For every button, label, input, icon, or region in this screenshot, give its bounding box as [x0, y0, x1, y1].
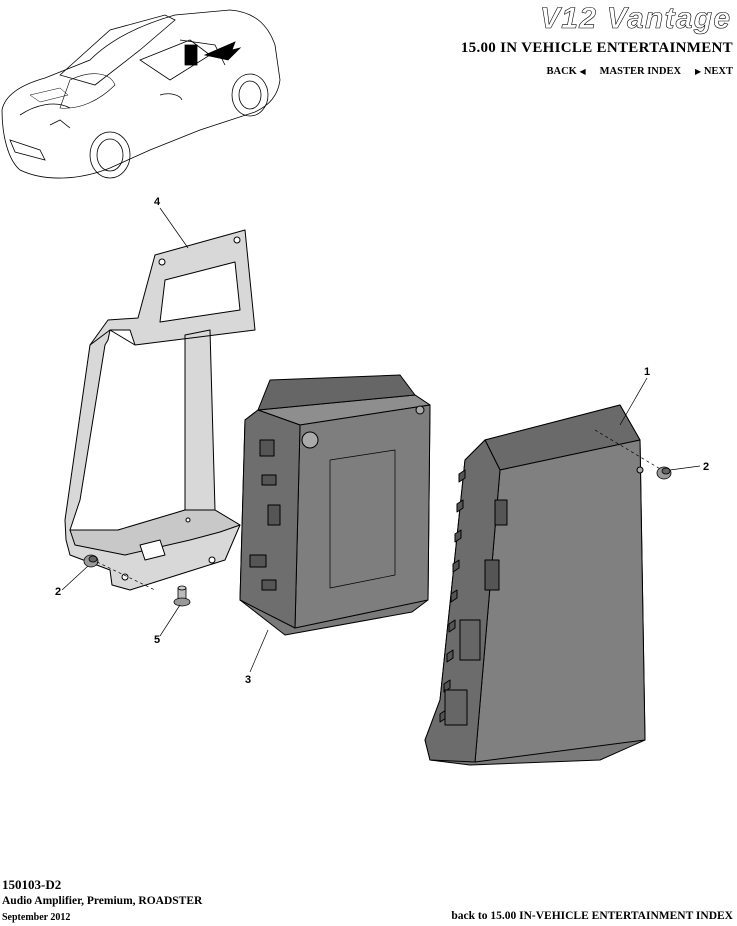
callout-2-right: 2	[703, 461, 709, 473]
mounting-bracket	[64, 229, 256, 591]
leader-lines	[61, 207, 701, 673]
callout-4: 4	[154, 196, 161, 208]
callout-5: 5	[154, 634, 160, 646]
diagram-reference: 150103-D2	[2, 877, 62, 892]
back-label: BACK	[546, 66, 577, 77]
nut-left	[83, 554, 99, 568]
v12-vantage-logo: V12 Vantage	[540, 2, 731, 36]
section-title: 15.00 IN VEHICLE ENTERTAINMENT	[460, 40, 733, 56]
car-thumbnail	[1, 9, 281, 179]
nut-right	[656, 466, 672, 480]
callout-2-left: 2	[55, 586, 61, 598]
audio-amplifier-front	[239, 374, 431, 636]
publication-date: September 2012	[2, 912, 71, 923]
back-link[interactable]: BACK ◀	[547, 66, 586, 77]
navigation-bar: BACK ◀ MASTER INDEX ▶ NEXT	[547, 66, 733, 77]
right-triangle-icon: ▶	[695, 67, 702, 76]
next-label: NEXT	[703, 66, 733, 77]
diagram-description: Audio Amplifier, Premium, ROADSTER	[2, 895, 203, 907]
master-index-link[interactable]: MASTER INDEX	[599, 66, 682, 77]
next-link[interactable]: ▶ NEXT	[695, 66, 733, 77]
left-triangle-icon: ◀	[579, 67, 586, 76]
callout-1: 1	[644, 366, 650, 378]
screw	[173, 585, 191, 607]
amplifier-heatsink-unit	[424, 404, 646, 766]
logo-text: V12 Vantage	[540, 2, 730, 35]
callout-3: 3	[245, 674, 251, 686]
back-to-index-link[interactable]: back to 15.00 IN-VEHICLE ENTERTAINMENT I…	[451, 910, 733, 922]
